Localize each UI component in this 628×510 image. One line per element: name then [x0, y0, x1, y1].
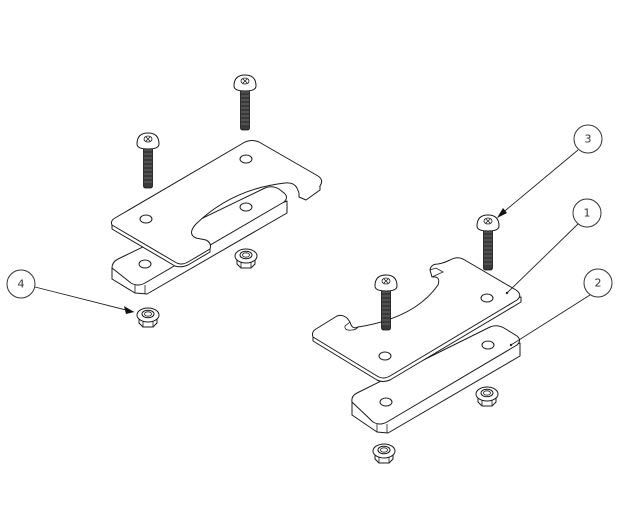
right-top-plate	[311, 257, 522, 382]
balloon-1-label: 1	[584, 207, 591, 220]
balloon-3[interactable]: 3	[573, 124, 603, 154]
right-screw-rear	[476, 214, 500, 271]
balloon-1[interactable]: 1	[572, 198, 602, 228]
left-assembly	[110, 74, 323, 328]
left-screw-front	[136, 132, 160, 189]
balloon-2-label: 2	[595, 277, 602, 290]
left-flange-nut-upper	[234, 248, 258, 269]
left-top-plate	[110, 140, 323, 268]
balloon-3-label: 3	[585, 133, 592, 146]
left-screw-rear	[233, 74, 257, 131]
balloon-2[interactable]: 2	[583, 268, 613, 298]
left-flange-nut-lower	[136, 307, 160, 328]
right-spacer-bar	[351, 325, 521, 434]
balloon-4-label: 4	[18, 278, 25, 291]
right-flange-nut-front	[372, 443, 396, 464]
balloon-4[interactable]: 4	[6, 269, 36, 299]
right-flange-nut-rear	[475, 386, 499, 407]
leader-lines	[34, 149, 591, 346]
right-assembly	[311, 214, 522, 464]
